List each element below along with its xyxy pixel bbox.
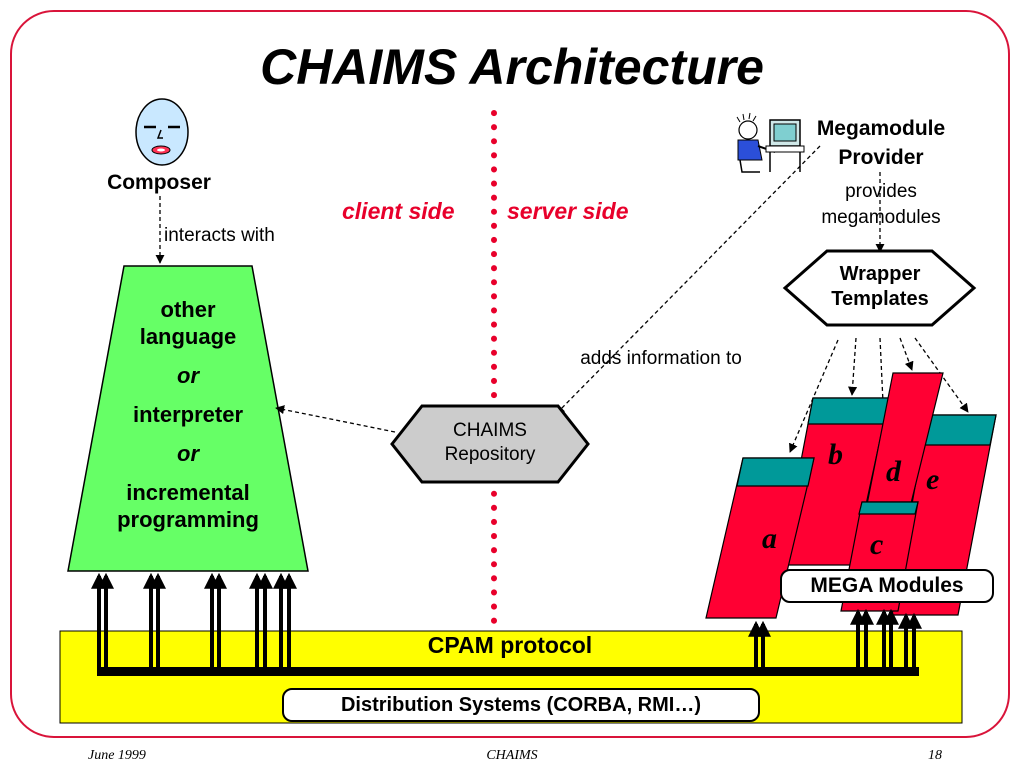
provider-label-line1: Megamodule xyxy=(816,117,946,140)
slide-frame xyxy=(10,10,1010,738)
wrapper-line1: Wrapper xyxy=(839,263,921,285)
module-a xyxy=(705,457,815,619)
footer-page-number: 18 xyxy=(928,748,942,763)
interpreter-line-language: language xyxy=(139,324,237,349)
interpreter-block xyxy=(67,265,309,572)
interpreter-line-or-1: or xyxy=(177,363,199,388)
repository-line2: Repository xyxy=(444,444,536,465)
bus-to-modules-arrows xyxy=(748,608,922,670)
provides-label-line2: megamodules xyxy=(821,207,941,228)
provider-label-line2: Provider xyxy=(838,146,924,169)
composer-face-icon xyxy=(135,98,189,166)
module-e-letter: e xyxy=(926,463,940,496)
interpreter-line-interpreter: interpreter xyxy=(132,402,244,427)
arrow-provider-to-repository xyxy=(555,145,821,415)
interpreter-line-incremental: incremental xyxy=(126,480,250,505)
interpreter-text: other language or interpreter or increme… xyxy=(88,296,288,533)
composer-label: Composer xyxy=(107,171,211,194)
mega-modules-label: MEGA Modules xyxy=(780,569,994,603)
repository-text: CHAIMS Repository xyxy=(412,419,568,467)
bus-to-interpreter-arrows xyxy=(91,572,297,670)
cpam-protocol-label: CPAM protocol xyxy=(427,632,593,658)
repository-hexagon xyxy=(390,404,590,484)
slide-title: CHAIMS Architecture xyxy=(260,39,764,95)
interpreter-line-or-2: or xyxy=(177,441,199,466)
wrapper-hexagon xyxy=(782,249,977,327)
arrow-repository-to-interpreter xyxy=(275,405,396,433)
server-side-label: server side xyxy=(507,198,629,224)
footer-date: June 1999 xyxy=(88,748,146,763)
wrapper-text: Wrapper Templates xyxy=(800,262,960,312)
adds-information-label: adds information to xyxy=(580,348,742,369)
interpreter-line-other: other xyxy=(160,297,216,322)
interpreter-line-programming: programming xyxy=(117,507,259,532)
interacts-with-label: interacts with xyxy=(164,225,275,246)
module-a-letter: a xyxy=(762,522,777,555)
provides-label-line1: provides xyxy=(845,181,917,202)
module-b-letter: b xyxy=(828,438,843,471)
provider-person-icon xyxy=(736,112,805,173)
client-side-label: client side xyxy=(342,198,455,224)
cpam-bus xyxy=(97,667,919,676)
distribution-systems-label: Distribution Systems (CORBA, RMI…) xyxy=(282,688,760,722)
footer-center: CHAIMS xyxy=(486,748,538,763)
module-c-letter: c xyxy=(870,528,884,561)
module-d-letter: d xyxy=(886,455,901,488)
module-e xyxy=(891,414,997,616)
repository-line1: CHAIMS xyxy=(453,420,527,441)
wrapper-line2: Templates xyxy=(831,288,929,310)
